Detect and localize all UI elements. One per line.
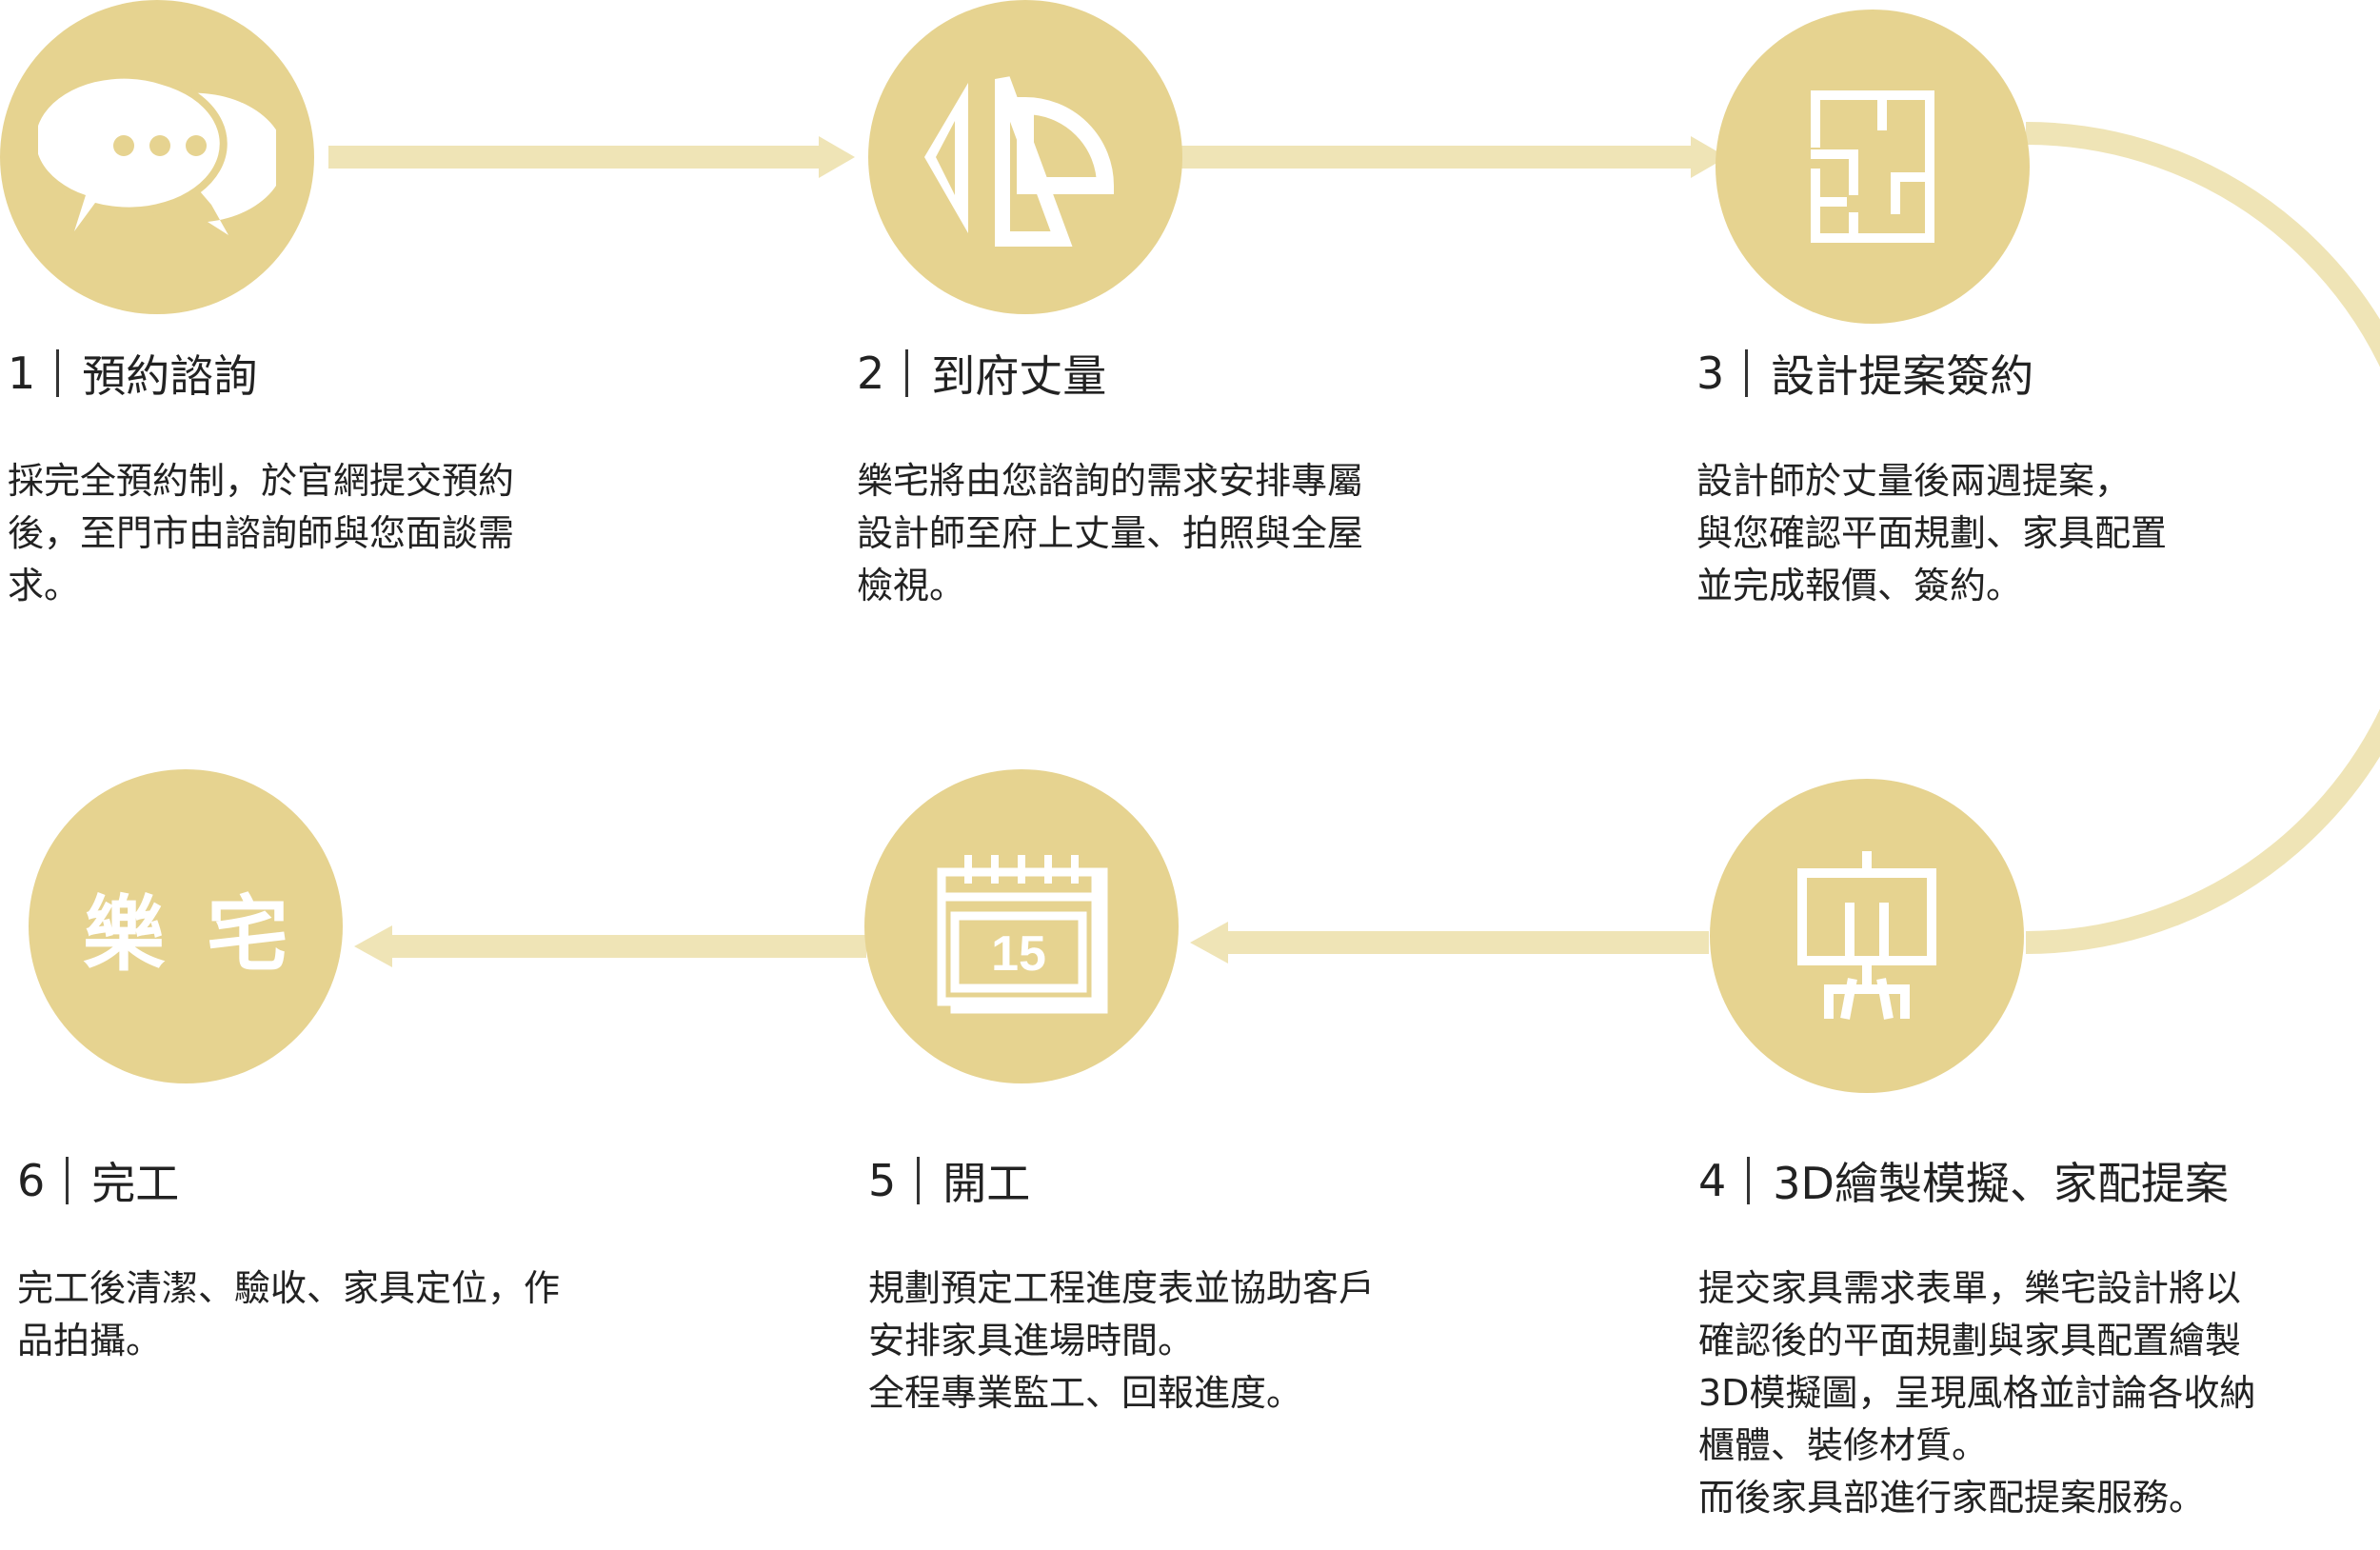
step-number: 5 [868,1155,897,1206]
title-divider [1745,349,1749,397]
step-title-text: 3D繪製模擬、家配提案 [1773,1158,2229,1209]
drafting-triangles-icon [924,76,1115,247]
floor-plan-icon [1811,90,1934,243]
step-title-text: 到府丈量 [931,350,1107,402]
step-number: 1 [8,348,36,399]
arrow-step1-to-step2 [328,136,855,178]
step-3-description: 設計師於丈量後兩週提案， 與您確認平面規劃、家具配置 並完成報價、簽約。 [1696,460,2168,606]
title-divider [66,1157,69,1204]
arrow-step5-to-step6 [354,925,866,967]
step-title-text: 開工 [942,1158,1031,1209]
step-number: 2 [857,348,885,399]
step-number: 6 [17,1155,46,1206]
step-5-title: 5 開工 [868,1152,1030,1209]
step-number: 4 [1698,1155,1727,1206]
step-number: 3 [1696,348,1725,399]
title-divider [56,349,60,397]
step-1-circle [0,0,314,314]
chat-bubbles-icon [38,70,276,236]
step-title-text: 預約諮詢 [82,350,258,402]
brand-logo: 樂宅 [83,885,330,983]
step-3-title: 3 設計提案簽約 [1696,345,2033,402]
step-6-title: 6 完工 [17,1152,179,1209]
step-title-text: 完工 [91,1158,180,1209]
step-5-description: 規劃預定工程進度表並協助客戶 安排家具進場時間。 全程專業監工、回報進度。 [868,1267,1376,1414]
step-6-description: 完工後清潔、驗收、家具定位，作 品拍攝。 [17,1267,561,1361]
step-5-circle: 15 [864,769,1179,1083]
title-divider [905,349,909,397]
step-1-description: 採完全預約制，於官網提交預約 後，至門市由諮詢師與您面談需 求。 [8,460,515,606]
title-divider [1747,1157,1751,1204]
calendar-icon: 15 [937,855,1108,1014]
step-2-circle [868,0,1182,314]
step-4-description: 提交家具需求表單，樂宅設計將以 確認後的平面規劃與家具配置繪製 3D模擬圖，呈現… [1698,1267,2256,1519]
step-title-text: 設計提案簽約 [1771,350,2034,402]
step-2-description: 樂宅將由您諮詢的需求安排專屬 設計師至府上丈量、拍照與全屋 檢視。 [857,460,1364,606]
calendar-day-text: 15 [991,926,1046,982]
curve-step3-to-step4 [2025,122,2380,954]
step-4-circle [1710,779,2024,1093]
step-3-circle [1716,10,2030,324]
step-4-title: 4 3D繪製模擬、家配提案 [1698,1152,2229,1209]
title-divider [917,1157,921,1204]
step-6-circle: 樂宅 [29,769,343,1083]
arrow-step2-to-step3 [1180,136,1727,178]
arrow-step4-to-step5 [1190,922,1709,964]
presentation-easel-icon [1797,851,1936,1020]
step-1-title: 1 預約諮詢 [8,345,257,402]
step-2-title: 2 到府丈量 [857,345,1106,402]
